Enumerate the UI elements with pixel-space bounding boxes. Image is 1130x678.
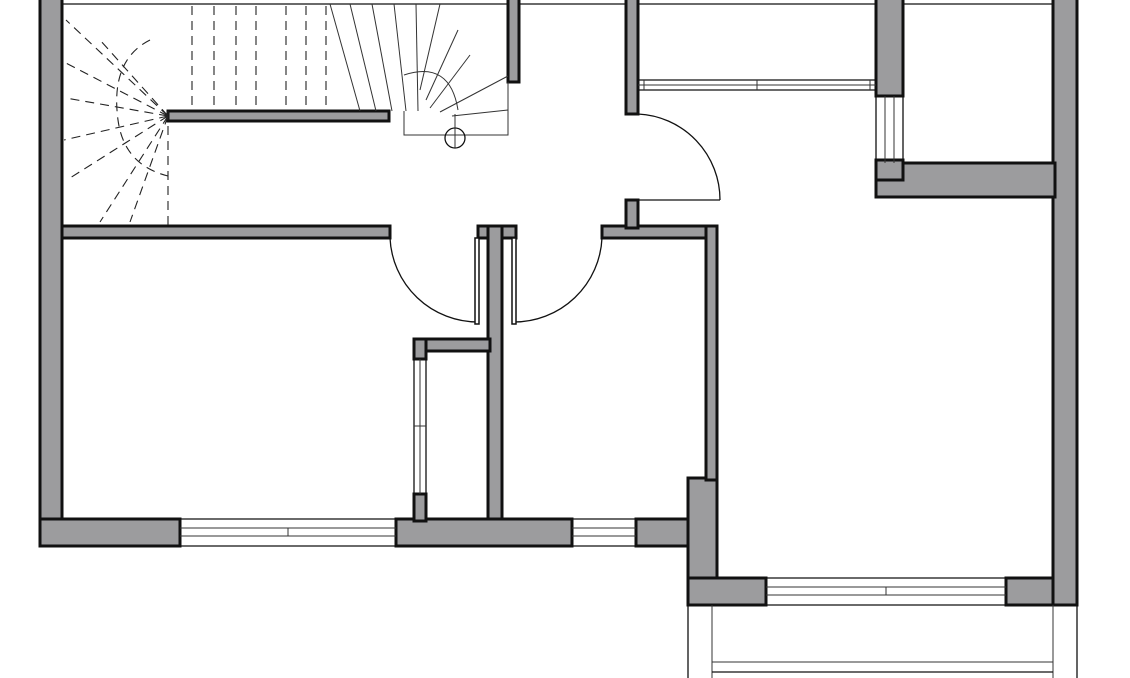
wall-right-exterior xyxy=(1051,0,1079,607)
wall-door-jamb-lower xyxy=(624,198,640,230)
wall-closet-left-top xyxy=(412,337,428,361)
closet-doors xyxy=(413,359,427,494)
wardrobe-doors xyxy=(638,79,876,91)
wall-lower-left-corner xyxy=(686,576,768,607)
wall-upper-center xyxy=(506,0,521,84)
stair-upper-flight xyxy=(329,3,509,149)
window-side-right xyxy=(875,96,904,163)
wall-bedroom3-right xyxy=(704,224,719,482)
wall-stair-bottom xyxy=(60,224,392,240)
door-bedroom-1 xyxy=(389,237,480,325)
wall-center-vertical xyxy=(486,224,504,521)
door-master-bedroom xyxy=(637,113,721,201)
wall-bottom-left xyxy=(38,517,182,548)
walls xyxy=(38,0,1079,607)
staircase xyxy=(63,3,509,226)
wall-closet-left-bottom xyxy=(412,492,428,523)
windows xyxy=(180,79,1006,606)
wall-left-exterior xyxy=(38,0,64,548)
wall-bedroom3-top xyxy=(600,224,719,240)
stair-lower-flight xyxy=(63,6,327,226)
door-bedroom-2 xyxy=(511,237,603,325)
window-bedroom-2 xyxy=(572,518,636,547)
wall-bottom-middle xyxy=(394,517,574,548)
wall-bottom-right-stub xyxy=(634,517,690,548)
wall-right-room-stub xyxy=(874,158,905,182)
wall-top-center-vertical xyxy=(624,0,640,116)
window-master-bedroom xyxy=(766,577,1006,606)
balcony xyxy=(687,605,1078,678)
doors xyxy=(389,113,721,325)
wall-stair-landing xyxy=(166,109,391,123)
wall-right-room-bottom xyxy=(874,161,1057,199)
window-bedroom-1 xyxy=(180,518,396,547)
wall-wardrobe-right xyxy=(874,0,905,98)
